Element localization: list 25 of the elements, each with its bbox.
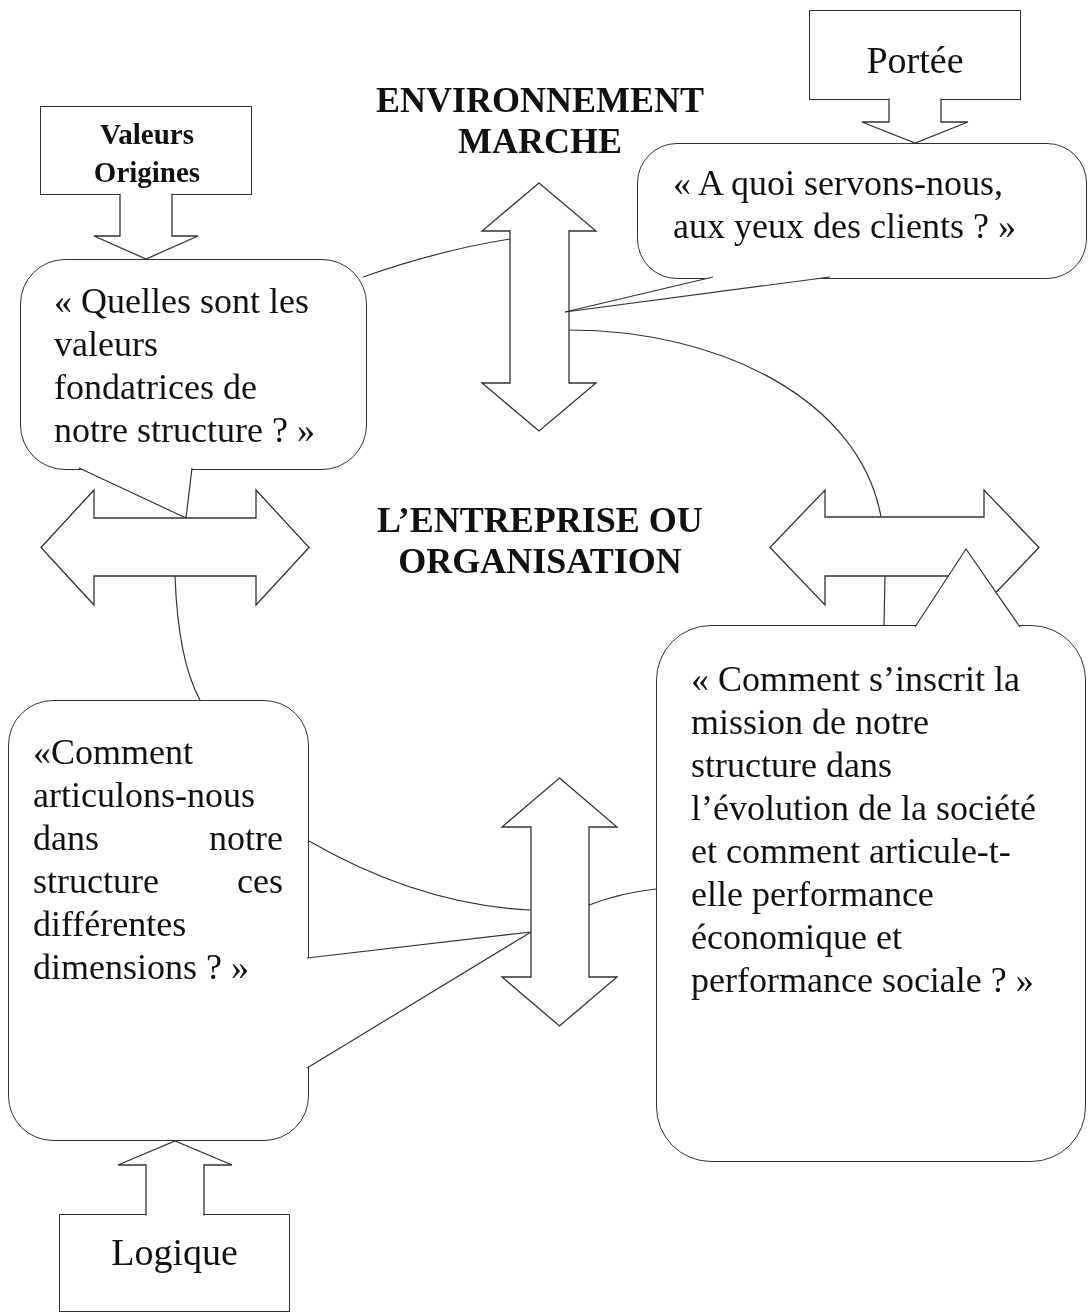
callout-box bbox=[809, 10, 1021, 100]
question-text: « Quelles sont les valeurs fondatrices de notre structure ? » bbox=[54, 280, 316, 452]
connector-line bbox=[883, 575, 886, 626]
double-arrow bbox=[482, 183, 596, 431]
heading-text: ENVIRONNEMENT MARCHE bbox=[375, 80, 705, 162]
connector-line bbox=[362, 238, 511, 278]
callout-text: Valeurs Origines bbox=[92, 117, 202, 190]
connector-line bbox=[174, 575, 201, 701]
heading-text: L’ENTREPRISE OU ORGANISATION bbox=[376, 500, 704, 582]
block-arrow bbox=[117, 1140, 233, 1217]
speech-bubble bbox=[8, 700, 309, 1141]
question-text: « Comment s’inscrit la mission de notre structure dans l’évolution de la société et comment articule-t-elle performance économique et performance sociale ? » bbox=[691, 658, 1037, 1002]
callout-text: Logique bbox=[110, 1230, 239, 1275]
bubble-tail bbox=[914, 548, 967, 628]
connector-line bbox=[308, 840, 532, 911]
speech-bubble bbox=[656, 625, 1086, 1162]
block-arrow bbox=[93, 192, 199, 260]
double-arrow bbox=[502, 778, 617, 1026]
callout-text: Portée bbox=[865, 38, 965, 83]
question-text: «Comment articulons-nous dans notre structure ces différentes dimensions ? » bbox=[33, 731, 283, 989]
block-arrow bbox=[861, 97, 969, 144]
callout-box bbox=[59, 1214, 290, 1312]
bubble-tail bbox=[306, 931, 532, 959]
question-text: « A quoi servons-nous, aux yeux des clients ? » bbox=[673, 162, 1017, 248]
callout-box bbox=[40, 106, 252, 195]
